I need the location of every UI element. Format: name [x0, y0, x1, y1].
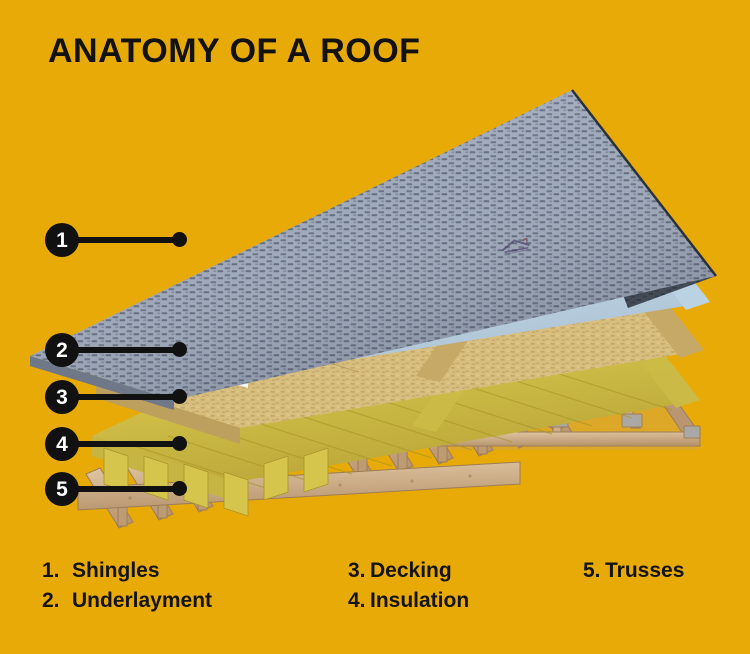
page-title: ANATOMY OF A ROOF: [48, 32, 421, 70]
legend-item-trusses: 5. Trusses: [583, 556, 684, 586]
roof-assembly-illustration: [0, 70, 750, 540]
callout-leader-3: [76, 394, 180, 400]
legend-label: Underlayment: [72, 589, 213, 612]
legend-number: 5.: [583, 559, 601, 582]
legend-label: Shingles: [72, 559, 160, 582]
callout-point-1: [172, 232, 187, 247]
legend-label: Trusses: [605, 559, 685, 582]
callout-point-2: [172, 342, 187, 357]
legend-column-1: 1. Shingles 2. Underlayment: [42, 556, 212, 616]
legend-item-shingles: 1. Shingles: [42, 556, 212, 586]
legend-label: Insulation: [370, 589, 470, 612]
callout-badge-3[interactable]: 3: [45, 380, 79, 414]
legend-item-underlayment: 2. Underlayment: [42, 586, 212, 616]
callout-badge-4[interactable]: 4: [45, 427, 79, 461]
legend-number: 4.: [348, 589, 366, 612]
callout-leader-2: [76, 347, 180, 353]
legend-item-decking: 3. Decking: [348, 556, 469, 586]
legend-number: 2.: [42, 589, 60, 612]
legend-label: Decking: [370, 559, 452, 582]
callout-point-3: [172, 389, 187, 404]
callout-badge-1[interactable]: 1: [45, 223, 79, 257]
legend-number: 1.: [42, 559, 60, 582]
callout-point-5: [172, 481, 187, 496]
callout-badge-2[interactable]: 2: [45, 333, 79, 367]
legend-number: 3.: [348, 559, 366, 582]
callout-leader-5: [76, 486, 180, 492]
layer-shingles: [30, 89, 717, 410]
legend-item-insulation: 4. Insulation: [348, 586, 469, 616]
callout-leader-1: [76, 237, 180, 243]
legend: 1. Shingles 2. Underlayment 3. Decking 4…: [0, 556, 750, 636]
callout-leader-4: [76, 441, 180, 447]
callout-badge-5[interactable]: 5: [45, 472, 79, 506]
legend-column-3: 5. Trusses: [583, 556, 684, 586]
legend-column-2: 3. Decking 4. Insulation: [348, 556, 469, 616]
callout-point-4: [172, 436, 187, 451]
